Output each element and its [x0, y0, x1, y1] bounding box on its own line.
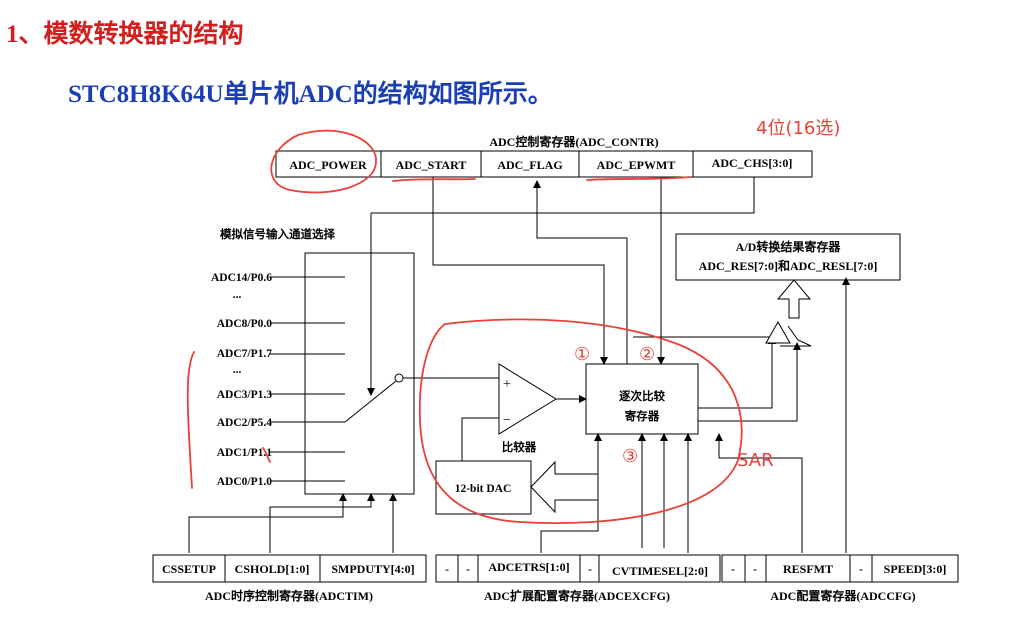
field-cssetup: CSSETUP — [162, 562, 216, 576]
channel-adc8: ADC8/P0.0 — [217, 318, 273, 330]
result-title: A/D转换结果寄存器 — [736, 239, 842, 254]
cfg-reserved-1: - — [731, 564, 735, 576]
channel-adc14: ADC14/P0.6 — [211, 272, 272, 284]
result-fields: ADC_RES[7:0]和ADC_RESL[7:0] — [699, 258, 878, 273]
annotation-bits: 4位(16选) — [756, 118, 840, 139]
contr-title: ADC控制寄存器(ADC_CONTR) — [489, 134, 658, 149]
mux-label: 模拟信号输入通道选择 — [220, 227, 335, 241]
cfg-reserved-2: - — [753, 564, 757, 576]
dac-feedback-arrow — [530, 460, 599, 514]
comparator-minus: − — [503, 413, 511, 428]
channel-adc0: ADC0/P1.0 — [217, 476, 273, 488]
cfg-reserved-3: - — [859, 564, 863, 576]
annotation-sar: SAR — [737, 450, 774, 471]
diagram-intro: STC8H8K64U单片机ADC的结构如图所示。 — [68, 81, 553, 108]
field-adc-start: ADC_START — [396, 158, 467, 172]
adcexcfg-title: ADC扩展配置寄存器(ADCEXCFG) — [484, 588, 670, 603]
field-cshold: CSHOLD[1:0] — [235, 562, 310, 576]
field-adc-chs: ADC_CHS[3:0] — [712, 156, 793, 170]
field-smpduty: SMPDUTY[4:0] — [331, 562, 414, 576]
field-adc-epwmt: ADC_EPWMT — [597, 158, 676, 172]
dac-label: 12-bit DAC — [455, 483, 512, 495]
comparator-label: 比较器 — [502, 440, 537, 454]
excfg-reserved-3: - — [588, 564, 592, 576]
channel-ellipsis-1: ... — [233, 289, 242, 301]
comparator-symbol — [498, 363, 557, 435]
sar-line2: 寄存器 — [625, 409, 660, 423]
field-speed: SPEED[3:0] — [884, 562, 947, 576]
channel-adc1: ADC1/P1.1 — [217, 447, 273, 459]
channel-adc7: ADC7/P1.7 — [217, 348, 273, 360]
field-adc-power: ADC_POWER — [289, 158, 367, 172]
annotation-one: ① — [574, 344, 590, 365]
adctim-title: ADC时序控制寄存器(ADCTIM) — [205, 588, 373, 603]
field-resfmt: RESFMT — [783, 562, 833, 576]
mux-box — [304, 252, 415, 495]
adccfg-title: ADC配置寄存器(ADCCFG) — [770, 588, 915, 603]
field-cvtimesel: CVTIMESEL[2:0] — [612, 564, 708, 578]
excfg-reserved-2: - — [466, 564, 470, 576]
section-heading: 1、模数转换器的结构 — [6, 21, 244, 48]
channel-ellipsis-2: ... — [233, 364, 242, 376]
field-adcetrs: ADCETRS[1:0] — [488, 560, 569, 574]
field-adc-flag: ADC_FLAG — [497, 158, 562, 172]
channel-adc2: ADC2/P5.4 — [217, 417, 273, 429]
excfg-reserved-1: - — [445, 564, 449, 576]
annotation-two: ② — [639, 344, 655, 365]
sar-line1: 逐次比较 — [619, 389, 665, 403]
channel-adc3: ADC3/P1.3 — [217, 389, 273, 401]
annotation-three: ③ — [622, 446, 638, 467]
comparator-plus: + — [503, 377, 511, 392]
handwritten-annotations — [186, 129, 743, 525]
